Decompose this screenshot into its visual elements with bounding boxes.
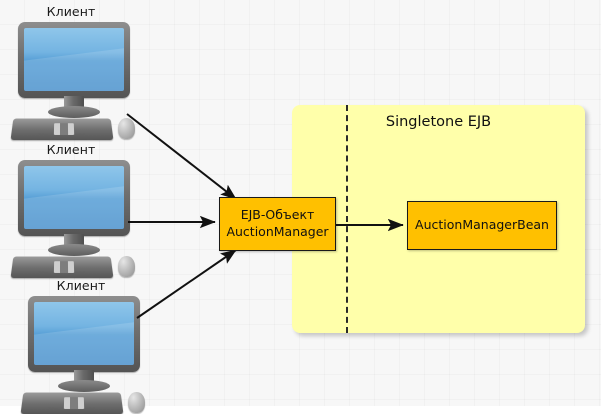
mouse-icon <box>118 256 135 277</box>
mouse-icon <box>128 392 145 413</box>
monitor-icon <box>18 160 130 236</box>
auction-manager-bean-node[interactable]: AuctionManagerBean <box>407 201 557 250</box>
monitor-stand-base <box>48 244 100 256</box>
client-label-2: Клиент <box>46 142 96 157</box>
monitor-icon <box>28 296 140 372</box>
singleton-ejb-title: Singletone EJB <box>385 114 492 130</box>
ejb-object-node[interactable]: EJB-Объект AuctionManager <box>219 197 336 251</box>
monitor-stand-base <box>48 106 100 118</box>
client-node-3: Клиент <box>20 278 162 414</box>
screen-gloss <box>24 46 124 91</box>
mouse-icon <box>118 118 135 139</box>
client-label-3: Клиент <box>56 278 106 293</box>
screen-gloss <box>34 320 134 365</box>
container-dashed-divider <box>346 105 348 333</box>
keyboard-icon <box>10 256 114 279</box>
monitor-screen <box>34 302 134 365</box>
screen-gloss <box>24 184 124 229</box>
keyboard-icon <box>20 392 124 414</box>
monitor-screen <box>24 28 124 91</box>
bean-label: AuctionManagerBean <box>415 217 549 233</box>
ejb-object-line2: AuctionManager <box>226 224 329 239</box>
ejb-object-line1: EJB-Объект <box>240 207 315 223</box>
client-label-1: Клиент <box>46 4 96 19</box>
keyboard-icon <box>10 118 114 141</box>
monitor-icon <box>18 22 130 98</box>
monitor-stand-base <box>58 380 110 392</box>
client-node-2: Клиент <box>10 142 152 279</box>
client-node-1: Клиент <box>10 4 152 141</box>
monitor-screen <box>24 166 124 229</box>
